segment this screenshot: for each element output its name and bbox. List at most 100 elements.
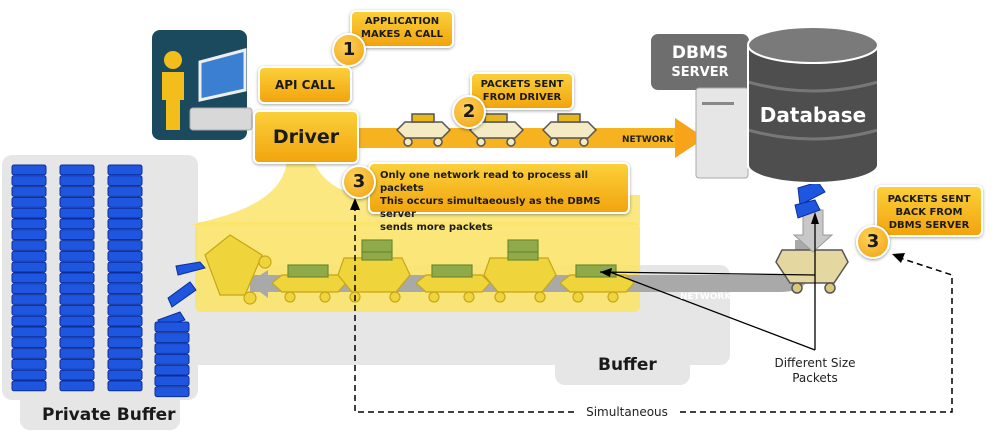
simultaneous-label: Simultaneous — [586, 405, 668, 419]
packet-pointer-line — [599, 271, 816, 276]
buffer-block — [107, 229, 143, 241]
buffer-label-panel — [555, 350, 690, 385]
buffer-block — [11, 294, 47, 305]
buffer-block — [107, 196, 143, 208]
blue-packet-falling — [797, 181, 826, 206]
callout-text: PACKETS SENT — [887, 194, 971, 205]
buffer-block — [11, 326, 47, 338]
callout-text: Only one network read to process all pac… — [380, 170, 589, 194]
callout-api-call: API CALL — [258, 66, 352, 104]
monitor-icon — [198, 48, 247, 102]
driver-label: Driver — [272, 126, 340, 148]
packet-car — [395, 113, 452, 147]
buffer-block — [59, 196, 95, 208]
buffer-block — [107, 294, 143, 305]
driver-box[interactable]: Driver — [253, 110, 359, 164]
network-arrow-head — [675, 118, 705, 158]
buffer-block — [11, 186, 47, 197]
buffer-block — [11, 315, 47, 327]
callout-text: sends more packets — [380, 222, 493, 233]
callout-text: PACKETS SENT — [480, 79, 564, 90]
private-buffer-label-panel — [20, 390, 180, 430]
dbms-server-line2: SERVER — [671, 65, 728, 80]
buffer-block — [107, 369, 143, 381]
buffer-block — [11, 218, 47, 230]
step-2-badge: 2 — [452, 95, 486, 129]
packets-note-line1: Different Size — [774, 356, 855, 370]
buffer-block — [107, 380, 143, 392]
buffer-block — [59, 304, 95, 316]
packet-car — [468, 113, 525, 147]
database-label: Database — [760, 103, 866, 127]
buffer-block — [59, 250, 95, 262]
callout-text: DBMS SERVER — [888, 220, 970, 231]
buffer-block — [59, 348, 95, 359]
buffer-block — [107, 250, 143, 262]
simultaneous-dashed-path — [354, 205, 953, 413]
buffer-block — [11, 369, 47, 381]
step-3-badge-right: 3 — [856, 225, 890, 259]
api-call-label: API CALL — [274, 78, 336, 92]
buffer-block — [11, 261, 47, 273]
buffer-block — [59, 369, 95, 381]
buffer-block — [59, 240, 95, 251]
buffer-block — [11, 283, 47, 295]
buffer-label: Buffer — [598, 355, 657, 375]
buffer-block — [11, 229, 47, 241]
buffer-block — [11, 348, 47, 359]
buffer-block — [59, 229, 95, 241]
packets-note-line2: Packets — [792, 371, 838, 385]
buffer-block — [59, 175, 95, 187]
buffer-block — [11, 250, 47, 262]
buffer-block — [59, 218, 95, 230]
buffer-block — [107, 315, 143, 327]
buffer-block — [11, 304, 47, 316]
buffer-block — [59, 261, 95, 273]
step-3-badge-left: 3 — [342, 165, 376, 199]
buffer-block — [154, 321, 190, 333]
callout-application-makes-call: APPLICATION MAKES A CALL — [350, 10, 454, 48]
buffer-block — [107, 240, 143, 251]
buffer-block — [107, 164, 143, 176]
callout-text: This occurs simultaeously as the DBMS se… — [380, 196, 601, 220]
buffer-block — [11, 380, 47, 392]
down-arrow — [792, 209, 834, 253]
network-bottom-label: NETWORK — [680, 292, 732, 302]
buffer-block — [107, 283, 143, 295]
callout-text: FROM DRIVER — [482, 92, 562, 103]
buffer-block — [11, 196, 47, 208]
server-tower — [695, 87, 749, 179]
buffer-block — [59, 337, 95, 349]
buffer-block — [59, 315, 95, 327]
buffer-block — [59, 358, 95, 370]
callout-packets-sent-from-driver: PACKETS SENT FROM DRIVER — [470, 72, 574, 110]
buffer-block — [11, 358, 47, 370]
tipping-bin — [204, 234, 272, 305]
callout-text: BACK FROM — [895, 207, 963, 218]
blue-packet-falling — [167, 281, 197, 308]
callout-text: MAKES A CALL — [361, 29, 443, 40]
buffer-block — [154, 386, 190, 398]
buffer-block — [154, 364, 190, 376]
buffer-block — [59, 186, 95, 197]
callout-packets-sent-back: PACKETS SENT BACK FROM DBMS SERVER — [875, 185, 983, 237]
buffer-block — [59, 294, 95, 305]
computer-base-icon — [189, 107, 253, 131]
private-buffer-stacks — [11, 164, 190, 398]
network-arrow-left — [248, 270, 268, 298]
buffer-block — [11, 240, 47, 251]
buffer-block — [107, 358, 143, 370]
buffer-block — [107, 304, 143, 316]
buffer-block — [107, 272, 143, 284]
buffer-block — [59, 164, 95, 176]
blue-packet-falling — [175, 261, 206, 276]
step-1-badge: 1 — [332, 33, 366, 67]
bottom-bin — [337, 239, 411, 303]
buffer-block — [11, 164, 47, 176]
buffer-block — [59, 326, 95, 338]
private-buffer-label: Private Buffer — [42, 405, 176, 425]
bottom-car — [271, 264, 347, 303]
buffer-block — [154, 375, 190, 387]
buffer-block — [154, 343, 190, 354]
